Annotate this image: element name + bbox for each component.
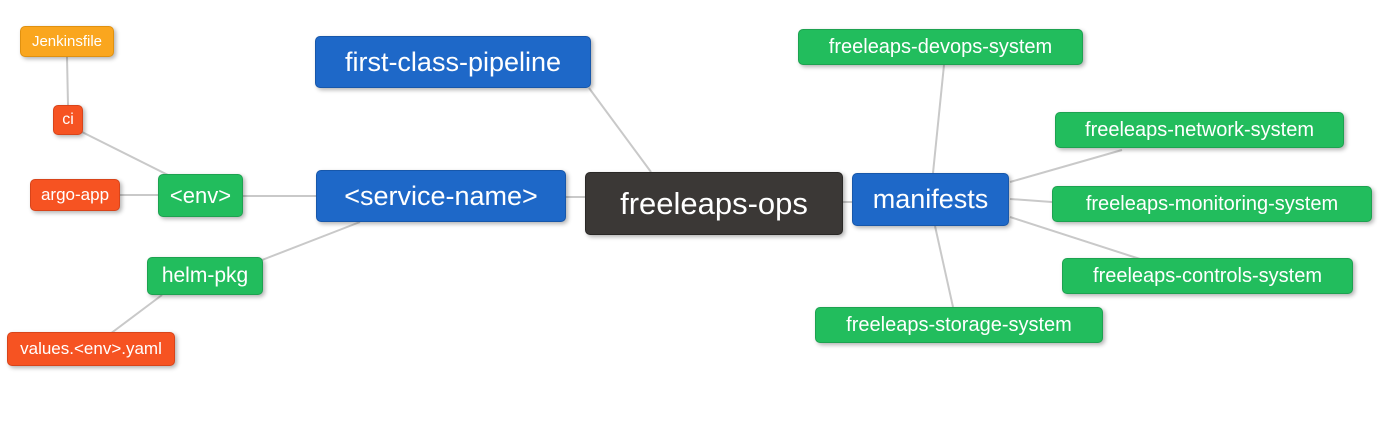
node-jenkinsfile[interactable]: Jenkinsfile	[20, 26, 114, 57]
node-service-name[interactable]: <service-name>	[316, 170, 566, 222]
node-ci[interactable]: ci	[53, 105, 83, 135]
edge-pipeline-ops	[588, 87, 652, 173]
edge-helm-pkg-values	[109, 294, 163, 335]
node-freeleaps-ops[interactable]: freeleaps-ops	[585, 172, 843, 235]
node-values-env-yaml[interactable]: values.<env>.yaml	[7, 332, 175, 366]
node-manifests[interactable]: manifests	[852, 173, 1009, 226]
edge-jenkinsfile-ci	[66, 56, 69, 106]
edge-ci-env	[81, 131, 173, 178]
node-first-class-pipeline[interactable]: first-class-pipeline	[315, 36, 591, 88]
node-freeleaps-storage-system[interactable]: freeleaps-storage-system	[815, 307, 1103, 343]
edge-manifests-network	[1009, 149, 1123, 183]
node-helm-pkg[interactable]: helm-pkg	[147, 257, 263, 295]
node-freeleaps-controls-system[interactable]: freeleaps-controls-system	[1062, 258, 1353, 294]
edge-manifests-devops	[932, 64, 945, 174]
node-freeleaps-monitoring-system[interactable]: freeleaps-monitoring-system	[1052, 186, 1372, 222]
edge-manifests-storage	[934, 225, 954, 308]
node-argo-app[interactable]: argo-app	[30, 179, 120, 211]
node-freeleaps-network-system[interactable]: freeleaps-network-system	[1055, 112, 1344, 148]
node-env[interactable]: <env>	[158, 174, 243, 217]
edge-service-name-helm-pkg	[261, 221, 361, 261]
edge-manifests-controls	[1009, 216, 1141, 260]
node-freeleaps-devops-system[interactable]: freeleaps-devops-system	[798, 29, 1083, 65]
edge-manifests-monitoring	[1009, 198, 1053, 203]
